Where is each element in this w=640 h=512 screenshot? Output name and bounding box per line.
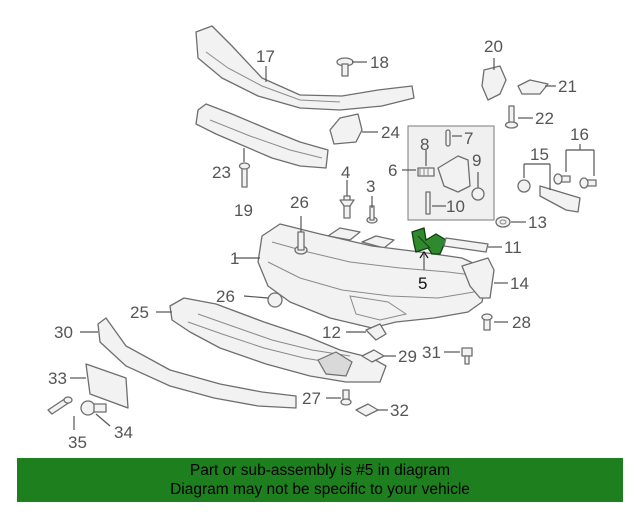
callout-27: 27	[302, 389, 321, 408]
part-13-nut	[495, 216, 511, 228]
part-30-air-deflector	[97, 317, 297, 409]
callout-14: 14	[510, 274, 529, 293]
callout-33: 33	[48, 369, 67, 388]
callout-12: 12	[322, 323, 341, 342]
callout-26-lower: 26	[216, 287, 235, 306]
part-26-bolt-lower	[267, 292, 283, 308]
part-12-clip	[365, 323, 387, 341]
callout-25: 25	[130, 303, 149, 322]
part-24-side-bracket	[329, 113, 363, 145]
callout-28: 28	[512, 313, 531, 332]
part-15-16-bracket-hardware	[517, 173, 597, 213]
callout-26-upper: 26	[290, 193, 309, 212]
part-19-stud	[238, 162, 251, 188]
part-7-pin	[445, 129, 451, 147]
callout-35: 35	[68, 433, 87, 452]
callout-18: 18	[370, 53, 389, 72]
part-34-bolt	[80, 400, 107, 416]
callout-16: 16	[570, 125, 589, 144]
callout-32: 32	[390, 401, 409, 420]
callout-1: 1	[230, 249, 239, 268]
part-33-license-plate-bracket	[85, 363, 129, 409]
callout-31: 31	[422, 343, 441, 362]
callout-19: 19	[234, 201, 253, 220]
callout-22: 22	[535, 109, 554, 128]
part-25-lower-grille-valance	[169, 297, 387, 383]
callout-9: 9	[472, 151, 481, 170]
part-10-rod	[425, 191, 431, 215]
part-14-side-bracket	[461, 257, 495, 299]
part-info-banner: Part or sub-assembly is #5 in diagram Di…	[17, 458, 623, 502]
part-27-clip	[340, 389, 352, 406]
part-18-push-clip	[336, 57, 354, 77]
part-9-nut	[471, 187, 485, 201]
part-32-pad	[355, 403, 379, 417]
callout-23: 23	[212, 163, 231, 182]
callout-6: 6	[388, 161, 397, 180]
callout-15: 15	[530, 145, 549, 164]
callout-29: 29	[398, 347, 417, 366]
part-22-bolt	[504, 105, 519, 129]
part-8-tube	[417, 167, 435, 177]
callout-7: 7	[464, 129, 473, 148]
part-17-upper-cover	[195, 25, 415, 111]
callout-8: 8	[420, 135, 429, 154]
callout-10: 10	[446, 197, 465, 216]
callout-5: 5	[418, 274, 427, 293]
part-23-energy-absorber	[195, 103, 329, 169]
part-1-bumper-face-bar	[257, 223, 489, 329]
callout-21: 21	[558, 77, 577, 96]
callout-11: 11	[504, 238, 522, 257]
exploded-parts-diagram: 17 18 23 19 24 20 21 22	[47, 25, 597, 452]
callout-17: 17	[256, 47, 275, 66]
part-9-mounting-bracket	[437, 155, 471, 193]
callout-3: 3	[366, 177, 375, 196]
callout-24: 24	[381, 123, 400, 142]
part-4-stud	[339, 195, 355, 219]
part-3-clip	[366, 205, 378, 224]
callout-20: 20	[484, 37, 503, 56]
part-2-brackets	[327, 227, 395, 249]
part-11-strip	[443, 237, 489, 253]
part-20-bracket	[481, 65, 507, 101]
banner-line-part-number: Part or sub-assembly is #5 in diagram	[189, 462, 451, 479]
callout-13: 13	[528, 213, 547, 232]
part-28-bolt	[481, 313, 493, 331]
part-35-screw	[47, 396, 73, 415]
callout-4: 4	[341, 163, 350, 182]
part-5-bracket-highlighted[interactable]	[411, 227, 447, 255]
part-21-pad	[517, 79, 549, 95]
banner-line-disclaimer: Diagram may not be specific to your vehi…	[170, 481, 470, 498]
callout-30: 30	[54, 323, 73, 342]
part-31-bolt	[461, 347, 473, 365]
callout-34: 34	[114, 423, 133, 442]
